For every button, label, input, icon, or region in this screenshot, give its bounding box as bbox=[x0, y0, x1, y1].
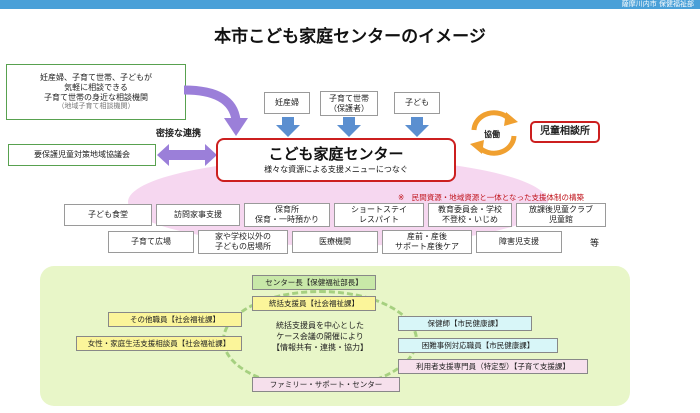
resource-label-2: サポート産後ケア bbox=[395, 242, 459, 251]
resource-after-school: 放課後児童クラブ 児童館 bbox=[516, 203, 606, 227]
family-center-box: こども家庭センター 様々な資源による支援メニューにつなぐ bbox=[216, 138, 456, 182]
resource-medical: 医療機関 bbox=[292, 231, 378, 253]
staff-user-support-label: 利用者支援専門員（特定型）【子育て支援課】 bbox=[416, 362, 570, 371]
resource-postpartum: 産前・産後 サポート産後ケア bbox=[382, 230, 472, 254]
group-parents-line-2: （保護者） bbox=[329, 103, 369, 113]
child-guidance-box: 児童相談所 bbox=[530, 121, 600, 143]
staff-difficult-case: 困難事例対応職員【市民健康課】 bbox=[398, 338, 558, 353]
staff-other: その他職員【社会福祉課】 bbox=[108, 312, 242, 327]
etc-label: 等 bbox=[590, 239, 600, 249]
resource-label: 子ども食堂 bbox=[88, 210, 128, 220]
group-pregnant: 妊産婦 bbox=[264, 92, 310, 114]
resource-label: 障害児支援 bbox=[499, 237, 539, 247]
staff-user-support: 利用者支援専門員（特定型）【子育て支援課】 bbox=[398, 359, 588, 374]
resource-label-2: 不登校・いじめ bbox=[442, 215, 498, 224]
resource-label: 医療機関 bbox=[319, 237, 351, 247]
cooperation-label: 協働 bbox=[484, 130, 500, 139]
council-label: 要保護児童対策地域協議会 bbox=[34, 150, 130, 160]
resource-label: 子育て広場 bbox=[131, 237, 171, 247]
staff-coordinator: 統括支援員【社会福祉課】 bbox=[252, 296, 376, 311]
top-bar bbox=[0, 0, 700, 9]
down-arrow-icon bbox=[276, 117, 300, 137]
family-center-title: こども家庭センター bbox=[268, 145, 404, 164]
local-consultation-line-2: 気軽に相談できる bbox=[64, 83, 128, 92]
group-children: 子ども bbox=[394, 92, 440, 114]
resource-label: 教育委員会・学校 bbox=[438, 205, 502, 215]
council-box: 要保護児童対策地域協議会 bbox=[8, 144, 156, 166]
case-meeting-line-1: 統括支援員を中心とした bbox=[276, 321, 364, 330]
case-meeting-line-3: 【情報共有・連携・協力】 bbox=[272, 342, 368, 352]
resource-label-2: 保育・一時預かり bbox=[255, 215, 319, 224]
down-arrow-icon bbox=[405, 117, 429, 137]
support-note: ※ 民間資源・地域資源と一体となった支援体制の構築 bbox=[398, 193, 585, 202]
curved-arrow-icon bbox=[183, 85, 248, 136]
resource-home-visit: 訪問家事支援 bbox=[156, 204, 240, 226]
local-consultation-box: 妊産婦、子育て世帯、子どもが 気軽に相談できる 子育て世帯の身近な相談機関 （地… bbox=[6, 64, 186, 120]
resource-label: 訪問家事支援 bbox=[174, 210, 222, 220]
local-consultation-sub: （地域子育て相談機関） bbox=[57, 102, 135, 111]
staff-difficult-case-label: 困難事例対応職員【市民健康課】 bbox=[421, 341, 535, 350]
resource-label: 放課後児童クラブ bbox=[529, 205, 593, 215]
family-center-subtitle: 様々な資源による支援メニューにつなぐ bbox=[264, 165, 408, 175]
resource-kosodate-hiroba: 子育て広場 bbox=[108, 231, 194, 253]
group-parents: 子育て世帯 （保護者） bbox=[320, 91, 378, 116]
local-consultation-line-1: 妊産婦、子育て世帯、子どもが bbox=[40, 73, 152, 83]
resource-label-2: レスパイト bbox=[359, 215, 399, 224]
corner-text: 薩摩川内市 保健福祉部 bbox=[621, 0, 694, 8]
staff-nurse: 保健師【市民健康課】 bbox=[398, 316, 532, 331]
staff-coordinator-label: 統括支援員【社会福祉課】 bbox=[269, 299, 359, 308]
staff-nurse-label: 保健師【市民健康課】 bbox=[427, 319, 503, 328]
double-arrow-icon bbox=[157, 144, 217, 166]
resource-label: 産前・産後 bbox=[407, 232, 447, 242]
resource-ibasho: 家や学校以外の 子どもの居場所 bbox=[198, 230, 288, 254]
resource-education-board: 教育委員会・学校 不登校・いじめ bbox=[428, 203, 512, 227]
resource-nursery: 保育所 保育・一時預かり bbox=[244, 203, 330, 227]
resource-label-2: 児童館 bbox=[549, 215, 573, 224]
down-arrow-icon bbox=[337, 117, 361, 137]
staff-family-support: ファミリー・サポート・センター bbox=[252, 377, 400, 392]
case-meeting-text: 統括支援員を中心とした ケース会議の開催により 【情報共有・連携・協力】 bbox=[262, 321, 378, 353]
staff-women-support: 女性・家庭生活支援相談員【社会福祉課】 bbox=[76, 336, 242, 351]
resource-disability: 障害児支援 bbox=[476, 231, 562, 253]
resource-label-2: 子どもの居場所 bbox=[215, 242, 271, 251]
child-guidance-label: 児童相談所 bbox=[540, 126, 590, 137]
group-parents-line-1: 子育て世帯 bbox=[329, 93, 369, 103]
resource-label: 家や学校以外の bbox=[215, 232, 271, 242]
staff-head-label: センター長【保健福祉部長】 bbox=[265, 278, 363, 287]
page-title: 本市こども家庭センターのイメージ bbox=[214, 27, 486, 47]
resource-label: 保育所 bbox=[275, 205, 299, 215]
cycle-arrow-icon bbox=[470, 110, 518, 156]
staff-head: センター長【保健福祉部長】 bbox=[252, 275, 376, 290]
resource-kodomo-shokudo: 子ども食堂 bbox=[64, 204, 152, 226]
local-consultation-line-3: 子育て世帯の身近な相談機関 bbox=[44, 92, 148, 102]
case-meeting-line-2: ケース会議の開催により bbox=[276, 331, 364, 341]
group-pregnant-label: 妊産婦 bbox=[275, 98, 299, 108]
staff-women-support-label: 女性・家庭生活支援相談員【社会福祉課】 bbox=[87, 339, 231, 348]
staff-family-support-label: ファミリー・サポート・センター bbox=[269, 380, 383, 389]
resource-label: ショートステイ bbox=[351, 205, 407, 215]
staff-other-label: その他職員【社会福祉課】 bbox=[130, 315, 220, 324]
resource-short-stay: ショートステイ レスパイト bbox=[334, 203, 424, 227]
close-link-label: 密接な連携 bbox=[156, 129, 202, 139]
group-children-label: 子ども bbox=[405, 98, 429, 108]
